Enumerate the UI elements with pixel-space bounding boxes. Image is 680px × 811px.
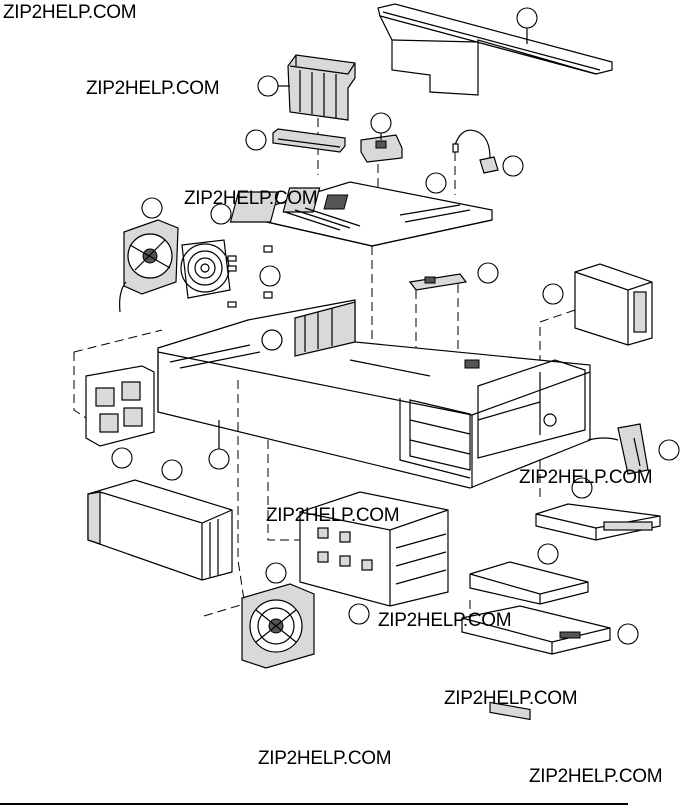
drive-cage: [267, 440, 449, 625]
callout-screws: [259, 265, 281, 287]
callout-riser-card: [370, 112, 392, 134]
callout-side-cover: [111, 447, 133, 469]
front-fan: [203, 380, 315, 669]
callout-cable-connector: [502, 155, 524, 177]
bottom-rule: [0, 803, 628, 805]
drive-tray: [461, 600, 639, 721]
watermark: ZIP2HELP.COM: [519, 467, 653, 488]
side-cover: [73, 329, 163, 469]
chassis: [157, 299, 591, 489]
motherboard: [229, 172, 493, 350]
watermark: ZIP2HELP.COM: [86, 78, 220, 99]
cd-rom-drive: [535, 460, 661, 541]
watermark: ZIP2HELP.COM: [444, 688, 578, 709]
callout-drive-cage: [348, 603, 370, 625]
callout-front-bezel-latch: [658, 439, 680, 461]
watermark: ZIP2HELP.COM: [258, 748, 392, 769]
fan-guard: [180, 203, 232, 299]
callout-front-fan: [265, 562, 287, 584]
callout-hard-disk-drive: [537, 543, 559, 565]
cable-connector: [452, 129, 524, 195]
callout-memory-module: [245, 129, 267, 151]
callout-power-supply: [161, 459, 183, 481]
floppy-drive: [539, 263, 653, 360]
callout-cd-rom-drive: [571, 477, 593, 499]
callout-motherboard: [425, 172, 447, 194]
callout-floppy-drive: [542, 283, 564, 305]
callout-top-rail: [516, 7, 538, 29]
watermark: ZIP2HELP.COM: [529, 766, 663, 787]
callout-fan-guard: [210, 203, 232, 225]
front-bezel-latch: [587, 423, 680, 475]
rear-fan: [119, 197, 179, 313]
top-rail: [377, 3, 613, 96]
watermark: ZIP2HELP.COM: [184, 188, 318, 209]
hard-disk-drive: [469, 543, 589, 605]
memory-module: [245, 128, 346, 153]
callout-chassis: [208, 448, 230, 470]
pci-bracket: [408, 262, 499, 380]
callout-heatsink: [257, 75, 279, 97]
callout-drive-tray: [617, 623, 639, 645]
watermark: ZIP2HELP.COM: [378, 610, 512, 631]
riser-card: [360, 112, 403, 188]
callout-rear-fan: [141, 197, 163, 219]
power-supply: [87, 459, 233, 581]
screws: [227, 245, 281, 308]
watermark: ZIP2HELP.COM: [266, 505, 400, 526]
watermark: ZIP2HELP.COM: [3, 2, 137, 23]
callout-pci-bracket: [477, 262, 499, 284]
heatsink: [257, 54, 356, 175]
